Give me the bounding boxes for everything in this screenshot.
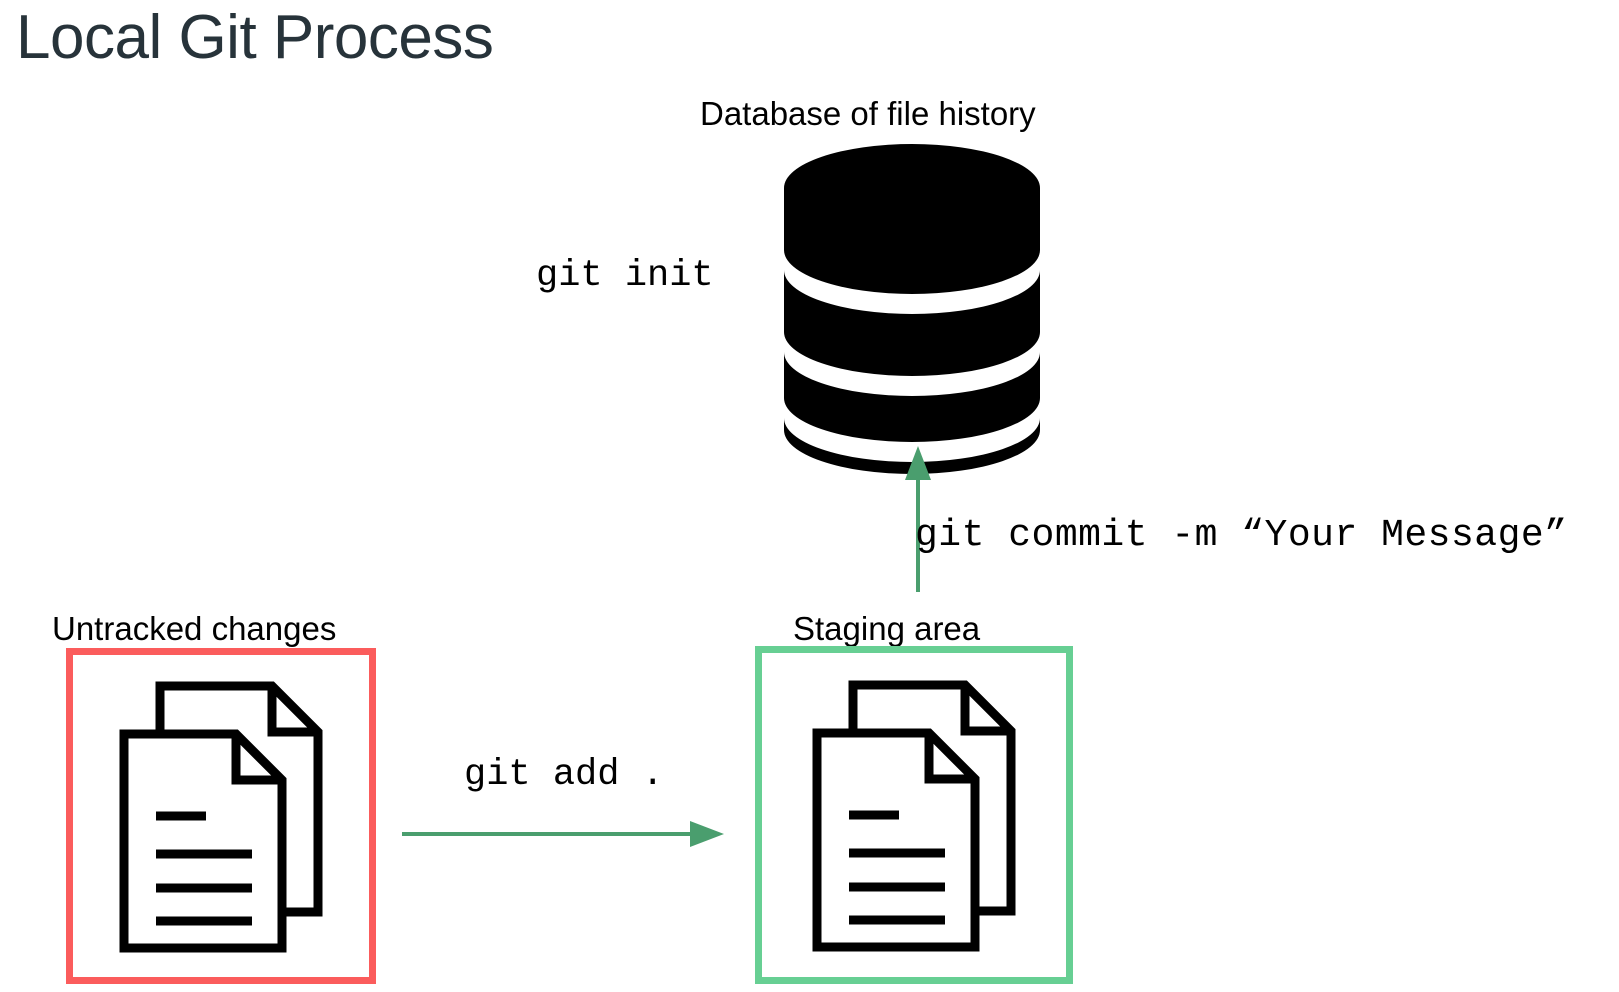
arrow-right-icon-add (398, 812, 728, 856)
database-cylinder-icon (762, 142, 1062, 474)
git-commit-command-label: git commit -m “Your Message” (915, 514, 1568, 557)
staging-area-label: Staging area (793, 610, 981, 647)
database-label: Database of file history (700, 95, 1036, 132)
git-add-command-label: git add . (464, 754, 664, 796)
arrow-up-icon-commit (886, 440, 950, 592)
untracked-changes-label: Untracked changes (52, 610, 337, 647)
git-init-command-label: git init (536, 255, 714, 297)
untracked-changes-box (66, 648, 376, 984)
staging-area-box (755, 646, 1073, 984)
documents-icon (106, 676, 336, 956)
documents-icon (799, 675, 1029, 955)
page-title: Local Git Process (16, 3, 494, 72)
